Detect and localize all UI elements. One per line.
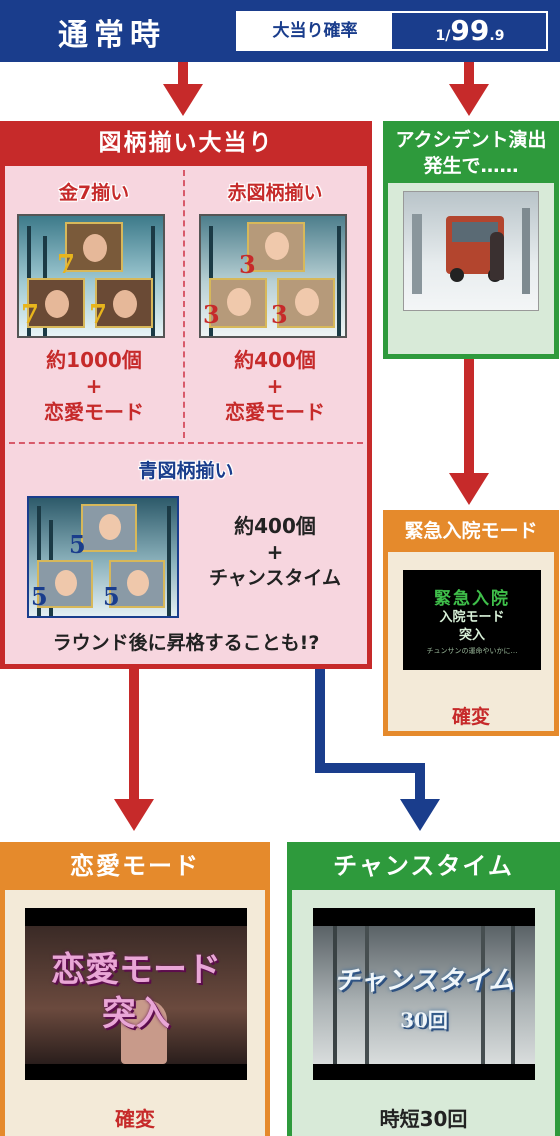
red-panel-right <box>277 278 335 328</box>
accident-scene-image <box>403 191 539 311</box>
arrow-head-to-main-icon <box>163 84 203 116</box>
probability-prefix: 1/ <box>435 28 451 44</box>
accident-box: アクシデント演出 発生で…… <box>383 121 559 359</box>
probability-decimal: .9 <box>489 28 505 44</box>
gold-digit-1: 7 <box>57 250 76 280</box>
blue-figure-title: 青図柄揃い <box>138 460 234 482</box>
jackpot-box: 図柄揃い大当り 金7揃い 7 7 7 約1000個 + 恋愛モード <box>0 121 372 669</box>
love-mode-title: 恋愛モード <box>70 852 200 880</box>
arrow-head-to-hospital-icon <box>449 473 489 505</box>
hospital-screen-line3: 突入 <box>458 628 485 643</box>
love-mode-label: 確変 <box>115 1107 155 1131</box>
probability-number: 99 <box>450 14 490 47</box>
gold-seven-title: 金7揃い <box>58 182 130 204</box>
probability-label: 大当り確率 <box>238 13 392 49</box>
red-digit-2: 3 <box>203 300 220 329</box>
probability-value: 1/99.9 <box>394 13 546 49</box>
blue-figure-screen: 5 5 5 <box>27 496 179 618</box>
header-bar: 通常時 大当り確率 1/99.9 <box>0 0 560 62</box>
red-reward-plus: + <box>266 374 284 398</box>
red-figure-screen: 3 3 3 <box>199 214 347 338</box>
blue-digit-3: 5 <box>103 582 120 611</box>
accident-inner-panel <box>388 183 554 354</box>
red-panel-top <box>247 222 305 272</box>
hospital-mode-title: 緊急入院モード <box>404 520 538 542</box>
accident-title-line1: アクシデント演出 <box>395 129 547 151</box>
gold-digit-3: 7 <box>89 300 108 330</box>
blue-panel-right <box>109 560 165 608</box>
divider-horizontal <box>9 442 363 444</box>
love-mode-inner-panel: 恋愛モード 突入 確変 <box>5 890 265 1136</box>
gold-panel-top <box>65 222 123 272</box>
blue-reward-plus: + <box>266 540 284 564</box>
person-hand-shape <box>121 1000 167 1064</box>
love-screen-line1: 恋愛モード <box>51 950 221 990</box>
love-mode-screen: 恋愛モード 突入 <box>25 908 247 1080</box>
hospital-screen-line2: 入院モード <box>439 610 505 625</box>
header-title: 通常時 <box>58 18 166 53</box>
arrow-shaft-to-hospital <box>464 359 474 475</box>
divider-vertical <box>183 170 185 438</box>
gold-reward-mode: 恋愛モード <box>44 400 144 424</box>
hospital-screen-line4: チュンサンの運命やいかに… <box>426 647 518 655</box>
hospital-mode-label: 確変 <box>451 706 490 728</box>
gold-panel-left <box>27 278 85 328</box>
arrow-shaft-blue-horizontal <box>315 763 425 773</box>
person-figure <box>490 232 504 280</box>
blue-reward-mode: チャンスタイム <box>208 567 342 589</box>
blue-digit-2: 5 <box>31 582 48 611</box>
arrow-head-to-accident-icon <box>449 84 489 116</box>
red-reward-balls: 約400個 <box>234 348 316 372</box>
chance-time-inner-panel: チャンスタイム 30回 時短30回 <box>292 890 555 1136</box>
chance-screen-line2: 30回 <box>400 1008 448 1032</box>
promotion-note: ラウンド後に昇格することも!? <box>52 632 320 654</box>
arrow-shaft-to-main <box>178 62 188 86</box>
blue-panel-left <box>37 560 93 608</box>
blue-digit-1: 5 <box>69 530 86 559</box>
chance-screen-line1: チャンスタイム <box>333 966 515 996</box>
hospital-mode-box: 緊急入院モード 緊急入院 入院モード 突入 チュンサンの運命やいかに… 確変 <box>383 510 559 736</box>
blue-reward-balls: 約400個 <box>234 514 316 538</box>
love-screen-line2: 突入 <box>102 994 170 1034</box>
gold-seven-screen: 7 7 7 <box>17 214 165 338</box>
gold-reward-balls: 約1000個 <box>46 348 142 372</box>
arrow-head-to-chance-icon <box>400 799 440 831</box>
jackpot-title: 図柄揃い大当り <box>98 130 274 156</box>
hospital-mode-screen: 緊急入院 入院モード 突入 チュンサンの運命やいかに… <box>403 570 541 670</box>
probability-box: 大当り確率 1/99.9 <box>236 11 548 51</box>
chance-time-box: チャンスタイム チャンスタイム 30回 時短30回 <box>287 842 560 1136</box>
gold-digit-2: 7 <box>21 300 40 330</box>
accident-title-line2: 発生で…… <box>423 155 519 177</box>
red-panel-left <box>209 278 267 328</box>
red-figure-title: 赤図柄揃い <box>227 182 323 204</box>
accident-title: アクシデント演出 発生で…… <box>383 127 559 179</box>
chance-time-label: 時短30回 <box>379 1107 468 1131</box>
arrow-shaft-to-love <box>129 669 139 801</box>
arrow-shaft-blue-vertical2 <box>415 763 425 801</box>
love-mode-box: 恋愛モード 恋愛モード 突入 確変 <box>0 842 270 1136</box>
arrow-shaft-blue-vertical1 <box>315 669 325 773</box>
blue-panel-top <box>81 504 137 552</box>
hospital-mode-inner-panel: 緊急入院 入院モード 突入 チュンサンの運命やいかに… 確変 <box>388 552 554 731</box>
hospital-screen-line1: 緊急入院 <box>434 589 510 609</box>
chance-time-screen: チャンスタイム 30回 <box>313 908 535 1080</box>
arrow-shaft-to-accident <box>464 62 474 86</box>
red-reward-mode: 恋愛モード <box>225 400 325 424</box>
gold-panel-right <box>95 278 153 328</box>
gold-reward-plus: + <box>85 374 103 398</box>
chance-time-title: チャンスタイム <box>333 852 514 880</box>
red-digit-3: 3 <box>271 300 288 329</box>
arrow-head-to-love-icon <box>114 799 154 831</box>
red-digit-1: 3 <box>239 250 256 279</box>
jackpot-inner-panel: 金7揃い 7 7 7 約1000個 + 恋愛モード 赤図柄揃い <box>5 166 367 664</box>
